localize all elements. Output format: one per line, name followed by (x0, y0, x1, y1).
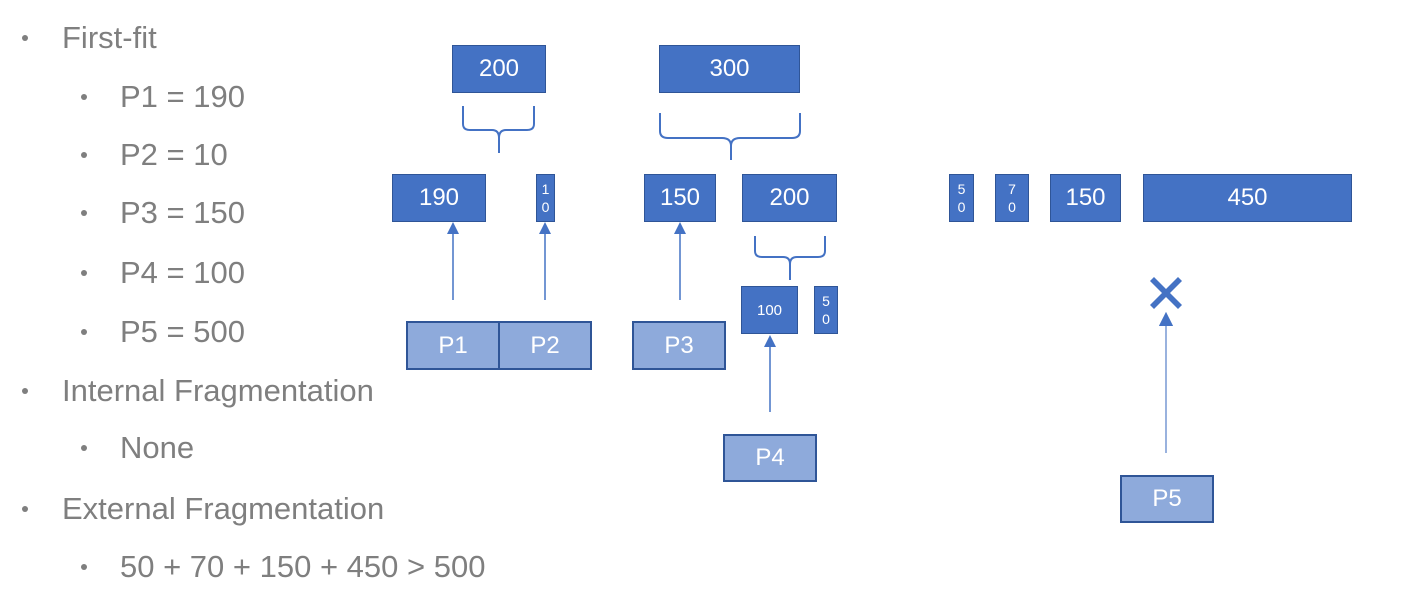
bullet-dot (81, 270, 87, 276)
memory-block-10: 1 0 (536, 174, 555, 222)
bullet-text: None (120, 430, 195, 465)
free-block-200: 200 (452, 45, 546, 93)
bullet-text: 50 + 70 + 150 + 450 > 500 (120, 549, 486, 584)
bullet-text: P1 = 190 (120, 79, 245, 114)
x-cross-icon (1150, 277, 1182, 309)
bullet-dot (81, 564, 87, 570)
process-p2: P2 (498, 321, 592, 370)
memory-block-70: 7 0 (995, 174, 1029, 222)
bullet-text: External Fragmentation (62, 491, 385, 526)
process-p4: P4 (723, 434, 817, 482)
split-block-100: 100 (741, 286, 798, 334)
bullet-list: First-fit P1 = 190 P2 = 10 P3 = 150 P4 =… (0, 0, 520, 599)
memory-block-450: 450 (1143, 174, 1352, 222)
bullet-dot (22, 388, 28, 394)
bullet-dot (22, 506, 28, 512)
bullet-dot (81, 210, 87, 216)
bullet-text: First-fit (62, 20, 157, 55)
memory-block-150: 150 (644, 174, 716, 222)
process-p1: P1 (406, 321, 500, 370)
split-block-50: 5 0 (814, 286, 838, 334)
bullet-text: P4 = 100 (120, 255, 245, 290)
process-p5: P5 (1120, 475, 1214, 523)
process-p3: P3 (632, 321, 726, 370)
memory-block-50: 5 0 (949, 174, 974, 222)
free-block-300: 300 (659, 45, 800, 93)
bullet-dot (81, 329, 87, 335)
memory-block-150-free: 150 (1050, 174, 1121, 222)
brace-300 (659, 113, 801, 160)
bullet-dot (22, 35, 28, 41)
bullet-dot (81, 94, 87, 100)
bullet-dot (81, 445, 87, 451)
bullet-text: P2 = 10 (120, 137, 228, 172)
bullet-text: P5 = 500 (120, 314, 245, 349)
brace-200-split (754, 236, 826, 280)
bullet-text: P3 = 150 (120, 195, 245, 230)
memory-block-200: 200 (742, 174, 837, 222)
memory-block-190: 190 (392, 174, 486, 222)
bullet-dot (81, 152, 87, 158)
bullet-text: Internal Fragmentation (62, 373, 374, 408)
